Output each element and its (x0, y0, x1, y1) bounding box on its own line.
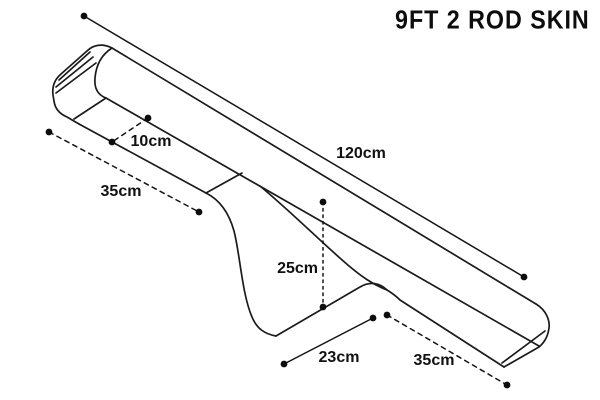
dimension-annotations: 120cm 10cm 35cm 25cm (45, 12, 528, 389)
left-cap-outline (51, 44, 113, 125)
cap-seam-line-1 (58, 51, 91, 81)
dimension-line-120cm (83, 15, 525, 278)
dimension-label-23cm: 23cm (319, 349, 360, 366)
dimension-dot (45, 128, 53, 136)
dimension-label-35cm-left: 35cm (101, 183, 142, 200)
dimension-dot (503, 381, 511, 389)
case-bottom-left-edge (78, 123, 207, 194)
drop-left-curve (205, 192, 277, 337)
dimension-label-35cm-right: 35cm (414, 352, 455, 369)
drop-bottom-edge (275, 282, 388, 337)
case-top-edge-line (111, 47, 537, 305)
case-bottom-right-edge (386, 289, 505, 368)
cap-seam-line-3 (55, 62, 97, 94)
tip-seam-line (501, 330, 546, 364)
dimension-label-25cm: 25cm (277, 260, 318, 277)
dimension-drop-depth: 25cm (277, 198, 327, 311)
dimension-dot (369, 314, 377, 322)
dimension-middle-section: 23cm (280, 314, 377, 368)
dimension-line-10cm (111, 117, 149, 143)
dimension-dot (383, 311, 391, 319)
dimension-dot (195, 208, 203, 216)
right-tip-outline (503, 303, 550, 368)
middle-seam-line (205, 172, 243, 194)
dimension-line-23cm (283, 317, 374, 365)
dimension-depth: 10cm (108, 114, 172, 150)
diagram-title: 9FT 2 ROD SKIN (395, 6, 590, 36)
dimension-dot (520, 273, 528, 281)
drop-right-curve (259, 185, 388, 291)
dimension-dot (319, 198, 327, 206)
dimension-label-120cm: 120cm (336, 145, 386, 162)
cap-bottom-wrap-line (73, 97, 107, 120)
dimension-left-section: 35cm (45, 128, 203, 216)
dimension-right-section: 35cm (383, 311, 511, 389)
left-cap-face-curve (94, 47, 113, 99)
dimension-dot (144, 114, 152, 122)
dimension-line-35cm-left (48, 131, 200, 213)
dimension-dot (80, 12, 88, 20)
dimension-dot (319, 303, 327, 311)
cap-seam-line-2 (55, 56, 94, 88)
dimension-dot (280, 360, 288, 368)
dimension-total-length: 120cm (80, 12, 528, 281)
dimension-label-10cm: 10cm (131, 133, 172, 150)
dimension-line-35cm-right (386, 314, 508, 386)
dimension-dot (108, 138, 116, 146)
rod-skin-outline (51, 44, 550, 368)
